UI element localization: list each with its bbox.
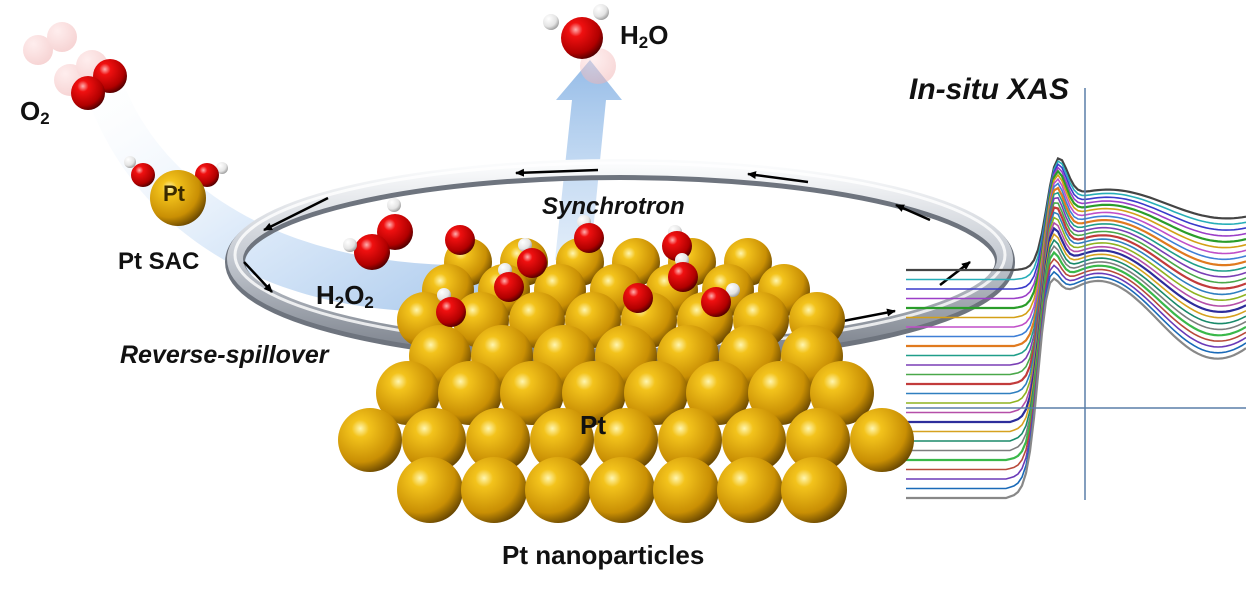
pt-atom-sphere xyxy=(376,361,440,425)
pt-atom-sphere xyxy=(717,457,783,523)
h2o-label: H2O xyxy=(620,20,669,53)
pt-atom-sphere xyxy=(786,408,850,472)
xas-spectrum-line xyxy=(906,250,1246,462)
pt-atom-sphere xyxy=(810,361,874,425)
oxygen-atom xyxy=(445,225,475,255)
hydrogen-atom xyxy=(726,283,740,297)
xas-spectrum-line xyxy=(906,264,1246,480)
o2-label: O2 xyxy=(20,96,50,129)
xas-spectrum-line xyxy=(906,177,1246,328)
h2o-molecule xyxy=(543,4,609,59)
reverse-spillover-arrow xyxy=(78,60,500,330)
pt-nanoparticles-label: Pt nanoparticles xyxy=(502,540,705,570)
xas-spectrum-line xyxy=(906,196,1246,366)
pt-atom-sphere xyxy=(594,408,658,472)
xas-spectrum-line xyxy=(906,270,1246,490)
ring-arrows xyxy=(243,168,971,324)
oxygen-atom xyxy=(574,223,604,253)
pt-atom-sphere xyxy=(624,361,688,425)
oxygen-atom xyxy=(623,283,653,313)
xas-spectrum-line xyxy=(906,160,1246,281)
oxygen-atom xyxy=(701,287,731,317)
xas-spectrum-line xyxy=(906,206,1246,386)
xas-spectrum-line xyxy=(906,163,1246,290)
pt-atom-sphere xyxy=(461,457,527,523)
pt-atom-sphere xyxy=(653,457,719,523)
xas-spectra xyxy=(906,156,1246,500)
xas-spectrum-line xyxy=(906,182,1246,338)
pt-atom-sphere xyxy=(589,457,655,523)
pt-atom-sphere xyxy=(402,408,466,472)
o2-molecule xyxy=(71,59,127,110)
xas-spectrum-line xyxy=(906,211,1246,395)
synchrotron-label: Synchrotron xyxy=(542,193,685,220)
pt-atom-sphere xyxy=(530,408,594,472)
pt-atom-sphere xyxy=(500,361,564,425)
xas-spectrum-line xyxy=(906,221,1246,414)
xas-spectrum-line xyxy=(906,238,1246,442)
xas-spectrum-line xyxy=(906,173,1246,319)
xas-spectrum-line xyxy=(906,232,1246,433)
pt-atom-sphere xyxy=(338,408,402,472)
oxygen-atom xyxy=(517,248,547,278)
pt-atom-sphere xyxy=(466,408,530,472)
pt-sac-label: Pt SAC xyxy=(118,248,200,275)
reverse-spillover-label: Reverse-spillover xyxy=(120,341,329,369)
pt-atom-sphere xyxy=(686,361,750,425)
pt-nanoparticle-cluster xyxy=(338,238,914,523)
pt-atom-sphere xyxy=(781,457,847,523)
pt-sac-atom-label: Pt xyxy=(163,181,185,206)
oxygen-atom xyxy=(494,272,524,302)
pt-atom-sphere xyxy=(658,408,722,472)
xas-spectrum-line xyxy=(906,244,1246,452)
adsorbed-species xyxy=(436,215,740,327)
pt-atom-sphere xyxy=(438,361,502,425)
oxygen-atom xyxy=(436,297,466,327)
pt-atom-sphere xyxy=(562,361,626,425)
pt-atom-sphere xyxy=(748,361,812,425)
xas-spectrum-line xyxy=(906,202,1246,376)
xas-spectrum-line xyxy=(906,166,1246,300)
pt-center-label: Pt xyxy=(580,410,606,440)
pt-atom-sphere xyxy=(397,457,463,523)
xas-spectrum-line xyxy=(906,169,1246,310)
xas-spectrum-line xyxy=(906,216,1246,404)
pt-sac-atom xyxy=(124,156,228,226)
h2o2-label: H2O2 xyxy=(316,280,374,313)
xas-spectrum-line xyxy=(906,191,1246,357)
xas-spectrum-line xyxy=(906,156,1246,272)
pt-atom-sphere xyxy=(525,457,591,523)
xas-spectrum-line xyxy=(906,186,1246,348)
pt-atom-sphere xyxy=(722,408,786,472)
h2o2-molecule xyxy=(343,198,413,270)
oxygen-atom xyxy=(668,262,698,292)
in-situ-xas-label: In-situ XAS xyxy=(909,73,1070,106)
xas-spectrum-line xyxy=(906,226,1246,424)
xas-spectrum-line xyxy=(906,257,1246,471)
xas-axes xyxy=(906,88,1246,500)
pt-atom-sphere xyxy=(850,408,914,472)
xas-spectrum-line xyxy=(906,277,1246,500)
